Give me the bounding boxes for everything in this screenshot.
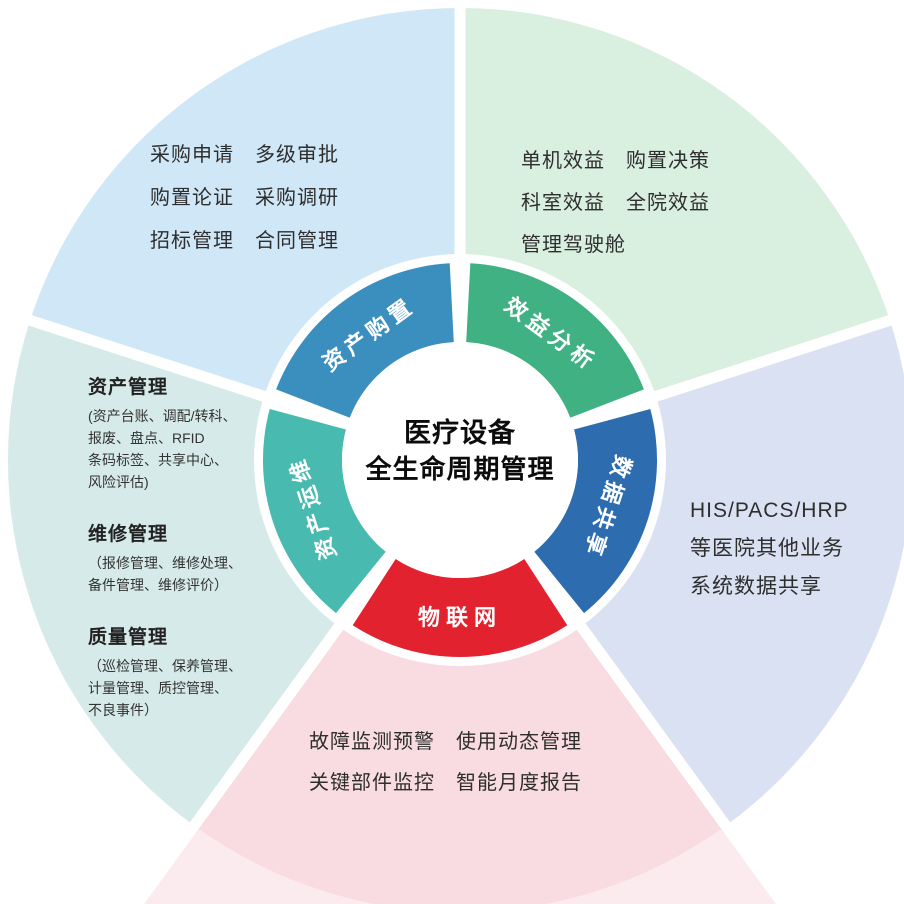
ring-asset-purchase [276, 263, 454, 418]
sector-iot [194, 460, 726, 904]
ring-iot [352, 559, 568, 657]
ring-asset-operation [262, 409, 386, 614]
center-disc [342, 342, 578, 578]
ring-benefit-analysis [466, 263, 644, 418]
ring-data-sharing [534, 409, 658, 614]
